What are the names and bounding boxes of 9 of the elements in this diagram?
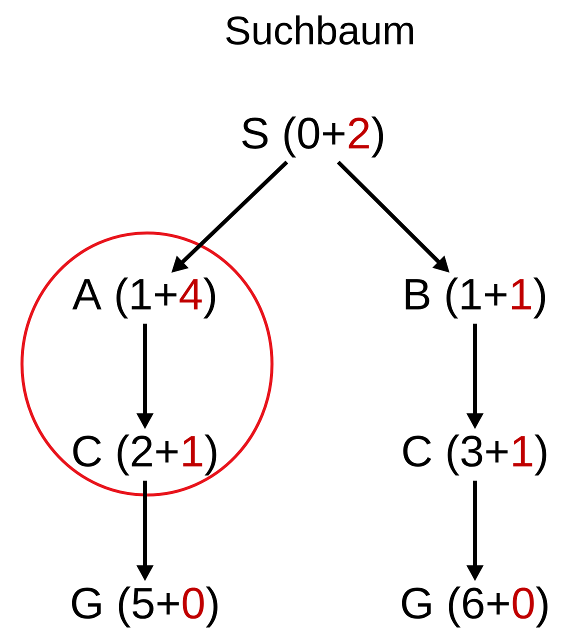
- highlight-ellipse: [20, 232, 274, 496]
- node-label: A (1+4): [72, 278, 216, 318]
- title: Suchbaum: [226, 15, 413, 45]
- node-label: C (3+1): [403, 434, 546, 476]
- node-label: B (1+1): [406, 278, 546, 318]
- node-label: S (0+2): [242, 116, 384, 158]
- node-label: G (5+0): [72, 586, 218, 628]
- node-label: C (2+1): [73, 434, 216, 476]
- node-label: G (6+0): [402, 586, 548, 628]
